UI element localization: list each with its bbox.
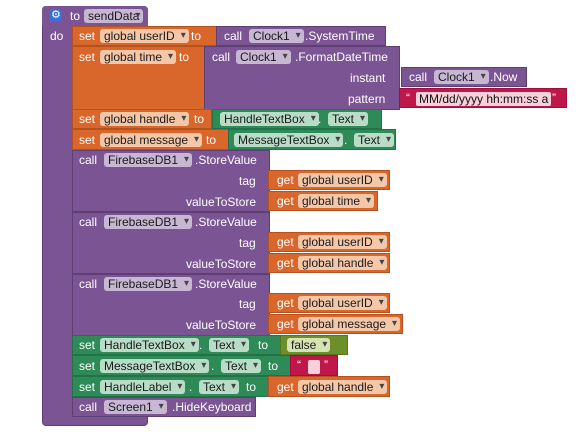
to-keyword: to xyxy=(206,133,217,147)
get-keyword: get xyxy=(277,235,294,249)
dot-separator: . xyxy=(318,112,322,126)
procedure-do-keyword: do xyxy=(50,29,64,43)
to-keyword: to xyxy=(246,380,257,394)
prop-dropdown-text[interactable]: Text xyxy=(354,133,395,147)
prop-dropdown-text[interactable]: Text xyxy=(328,112,369,126)
call-keyword: call xyxy=(212,50,231,64)
to-keyword: to xyxy=(258,338,269,352)
instant-label: instant xyxy=(350,71,386,85)
set-keyword: set xyxy=(79,338,96,352)
to-keyword: to xyxy=(191,29,202,43)
valuetostore-label: valueToStore xyxy=(186,195,257,209)
get-keyword: get xyxy=(277,380,294,394)
var-dropdown-userid[interactable]: global userID xyxy=(100,29,189,43)
procedure-name-field[interactable]: sendData xyxy=(84,9,144,23)
to-keyword: to xyxy=(179,50,190,64)
logic-dropdown-false[interactable]: false xyxy=(287,338,331,352)
var-dropdown-handle[interactable]: global handle xyxy=(298,256,388,270)
tag-label: tag xyxy=(239,297,256,311)
quote-close: ” xyxy=(552,91,556,105)
prop-dropdown-text[interactable]: Text xyxy=(209,338,250,352)
component-dropdown-messagetextbox[interactable]: MessageTextBox xyxy=(234,133,344,147)
component-dropdown-handlelabel[interactable]: HandleLabel xyxy=(100,380,186,394)
call-keyword: call xyxy=(409,70,428,84)
tag-label: tag xyxy=(239,174,256,188)
component-dropdown-screen1[interactable]: Screen1 xyxy=(104,400,167,414)
set-keyword: set xyxy=(79,50,96,64)
method-formatdatetime: .FormatDateTime xyxy=(295,50,388,64)
set-keyword: set xyxy=(79,133,96,147)
dot-separator: . xyxy=(199,338,203,352)
quote-close: ” xyxy=(324,358,328,372)
set-keyword: set xyxy=(79,29,96,43)
procedure-to-keyword: to xyxy=(70,9,81,23)
component-dropdown-firebasedb1[interactable]: FirebaseDB1 xyxy=(104,153,193,167)
var-dropdown-userid[interactable]: global userID xyxy=(298,173,387,187)
method-storevalue: .StoreValue xyxy=(195,277,257,291)
call-keyword: call xyxy=(79,277,98,291)
var-dropdown-handle[interactable]: global handle xyxy=(100,112,190,126)
set-keyword: set xyxy=(79,112,96,126)
to-keyword: to xyxy=(194,112,205,126)
call-keyword: call xyxy=(79,215,98,229)
gear-icon[interactable] xyxy=(50,8,62,22)
method-systemtime: .SystemTime xyxy=(305,29,375,43)
component-dropdown-messagetextbox[interactable]: MessageTextBox xyxy=(100,359,210,373)
dot-separator: . xyxy=(189,380,193,394)
valuetostore-label: valueToStore xyxy=(186,318,257,332)
dot-separator: . xyxy=(211,359,215,373)
method-storevalue: .StoreValue xyxy=(195,153,257,167)
prop-dropdown-text[interactable]: Text xyxy=(199,380,240,394)
method-storevalue: .StoreValue xyxy=(195,215,257,229)
pattern-text-field[interactable]: MM/dd/yyyy hh:mm:ss a xyxy=(416,92,552,106)
dot-separator: . xyxy=(344,133,348,147)
set-keyword: set xyxy=(79,380,96,394)
method-now: .Now xyxy=(490,70,518,84)
component-dropdown-firebasedb1[interactable]: FirebaseDB1 xyxy=(104,277,193,291)
prop-dropdown-text[interactable]: Text xyxy=(221,359,262,373)
component-dropdown-handletextbox[interactable]: HandleTextBox xyxy=(220,112,319,126)
component-dropdown-clock1[interactable]: Clock1 xyxy=(236,50,291,64)
valuetostore-label: valueToStore xyxy=(186,257,257,271)
empty-text-field[interactable] xyxy=(308,360,320,374)
call-keyword: call xyxy=(224,29,243,43)
var-dropdown-handle[interactable]: global handle xyxy=(298,380,388,394)
var-dropdown-time[interactable]: global time xyxy=(298,194,375,208)
quote-open: “ xyxy=(406,91,410,105)
get-keyword: get xyxy=(277,173,294,187)
component-dropdown-clock1[interactable]: Clock1 xyxy=(249,29,304,43)
quote-open: “ xyxy=(297,358,301,372)
method-hidekeyboard: .HideKeyboard xyxy=(172,400,252,414)
get-keyword: get xyxy=(277,256,294,270)
get-keyword: get xyxy=(277,194,294,208)
pattern-label: pattern xyxy=(348,92,386,106)
call-keyword: call xyxy=(79,153,98,167)
get-keyword: get xyxy=(277,317,294,331)
var-dropdown-userid[interactable]: global userID xyxy=(298,296,387,310)
set-keyword: set xyxy=(79,359,96,373)
var-dropdown-message[interactable]: global message xyxy=(100,133,203,147)
tag-label: tag xyxy=(239,236,256,250)
component-dropdown-handletextbox[interactable]: HandleTextBox xyxy=(100,338,199,352)
var-dropdown-message[interactable]: global message xyxy=(298,317,401,331)
to-keyword: to xyxy=(268,359,279,373)
call-keyword: call xyxy=(79,400,98,414)
get-keyword: get xyxy=(277,296,294,310)
component-dropdown-clock1[interactable]: Clock1 xyxy=(434,70,489,84)
component-dropdown-firebasedb1[interactable]: FirebaseDB1 xyxy=(104,215,193,229)
var-dropdown-time[interactable]: global time xyxy=(100,50,177,64)
var-dropdown-userid[interactable]: global userID xyxy=(298,235,387,249)
